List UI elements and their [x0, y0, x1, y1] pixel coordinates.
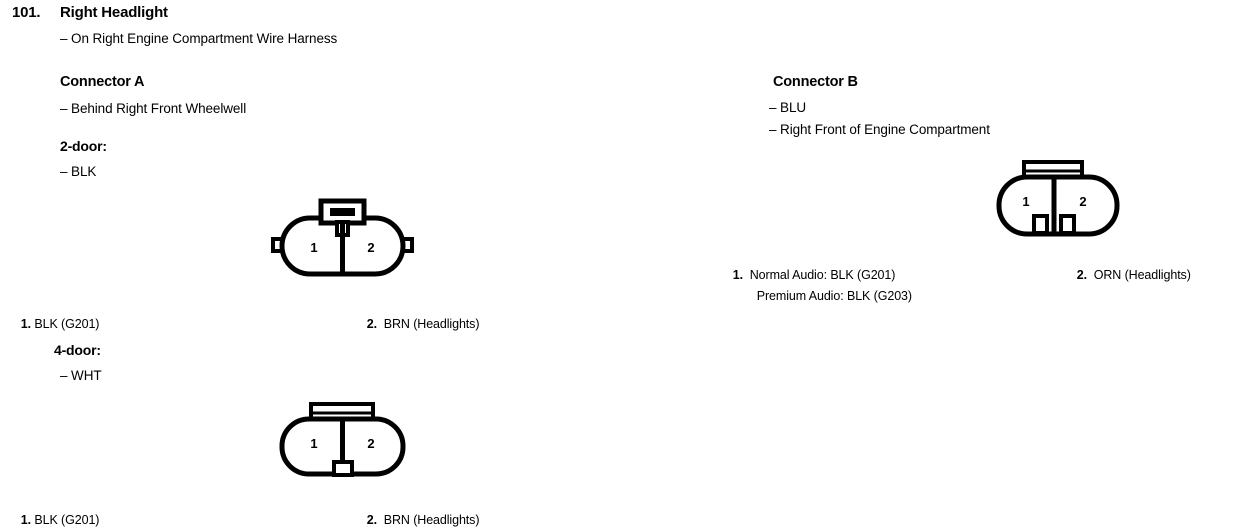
- variant-4-door-color: – WHT: [60, 368, 102, 383]
- pin-number-1: 1: [310, 240, 317, 255]
- pin2-number: 2.: [366, 513, 377, 527]
- pin2-text: BRN (Headlights): [383, 513, 480, 527]
- connector-b-color: – BLU: [769, 100, 807, 115]
- pin1-number: 1.: [20, 513, 31, 527]
- pin-number-1: 1: [1022, 194, 1029, 209]
- pin-number-1: 1: [310, 436, 317, 451]
- variant-2-door-title: 2-door:: [60, 138, 107, 154]
- connector-b-title: Connector B: [773, 74, 858, 90]
- connector-a-4door-pin2-label: 2. BRN (Headlights): [360, 499, 480, 527]
- connector-a-2door-pin1-label: 1. BLK (G201): [14, 303, 100, 331]
- connector-b-diagram: 1 2: [995, 158, 1125, 238]
- pin1-number: 1.: [20, 317, 31, 331]
- pin-number-2: 2: [1079, 194, 1086, 209]
- pin1-text: BLK (G201): [34, 513, 100, 527]
- connector-b-pin1-label-line-2: Premium Audio: BLK (G203): [750, 275, 912, 303]
- connector-b-location: – Right Front of Engine Compartment: [769, 122, 990, 137]
- variant-2-door-color: – BLK: [60, 164, 97, 179]
- connector-a-4door-diagram: 1 2: [278, 400, 408, 478]
- pin2-number: 2.: [1076, 268, 1087, 282]
- connector-b-pin1-label: 1. Normal Audio: BLK (G201): [726, 254, 896, 282]
- section-note: – On Right Engine Compartment Wire Harne…: [60, 31, 338, 46]
- pin1-text: BLK (G201): [34, 317, 100, 331]
- pin1-number: 1.: [732, 268, 743, 282]
- pin2-text: ORN (Headlights): [1093, 268, 1191, 282]
- connector-b-pin2-label: 2. ORN (Headlights): [1070, 254, 1191, 282]
- connector-a-location: – Behind Right Front Wheelwell: [60, 101, 247, 116]
- pin-number-2: 2: [367, 240, 374, 255]
- section-number: 101.: [12, 4, 41, 21]
- pin2-text: BRN (Headlights): [383, 317, 480, 331]
- pin1-text-line-1: Normal Audio: BLK (G201): [749, 268, 896, 282]
- pin-number-2: 2: [367, 436, 374, 451]
- connector-a-title: Connector A: [60, 74, 145, 90]
- pin1-text-line-2: Premium Audio: BLK (G203): [756, 289, 912, 303]
- connector-a-4door-pin1-label: 1. BLK (G201): [14, 499, 100, 527]
- connector-a-2door-diagram: 1 2: [270, 193, 415, 279]
- pin2-number: 2.: [366, 317, 377, 331]
- connector-a-2door-pin2-label: 2. BRN (Headlights): [360, 303, 480, 331]
- variant-4-door-title: 4-door:: [54, 342, 101, 358]
- page-title: Right Headlight: [60, 4, 168, 21]
